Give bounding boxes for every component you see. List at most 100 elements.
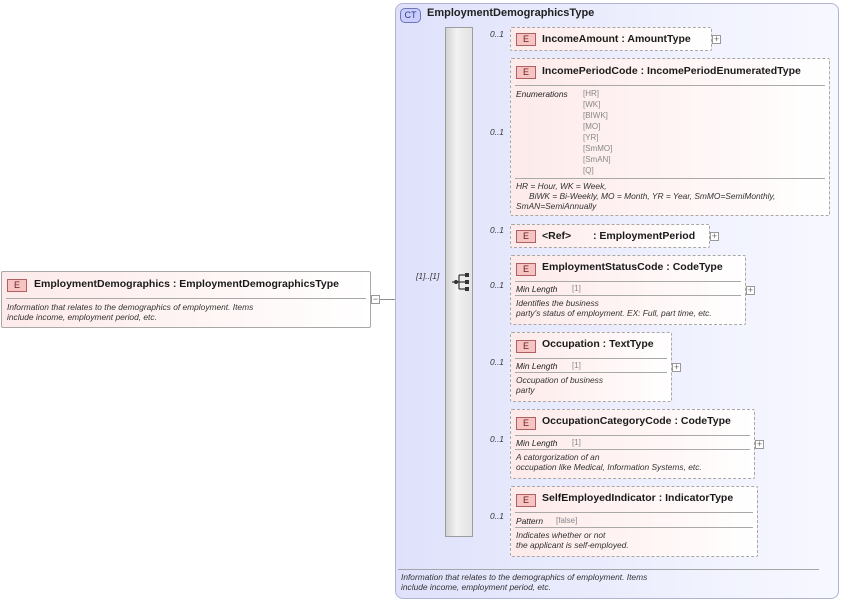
element-name: EmploymentStatusCode xyxy=(542,261,664,273)
element-type: IndicatorType xyxy=(665,492,734,504)
divider xyxy=(515,85,825,86)
divider xyxy=(6,298,366,299)
element-title: OccupationCategoryCode : CodeType xyxy=(542,415,731,427)
occurrence-label: 0..1 xyxy=(490,280,504,290)
facet-label: Pattern xyxy=(516,516,544,526)
element-title: : EmploymentPeriod xyxy=(593,230,696,242)
doc-line: include income, employment period, etc. xyxy=(401,582,551,592)
element-ref-label: <Ref> xyxy=(542,230,572,242)
element-name: OccupationCategoryCode xyxy=(542,415,672,427)
complex-type-title: EmploymentDemographicsType xyxy=(427,7,595,19)
expand-toggle-icon[interactable]: + xyxy=(672,362,681,372)
element-title: IncomePeriodCode : IncomePeriodEnumerate… xyxy=(542,65,801,77)
expand-toggle-icon[interactable]: + xyxy=(746,285,755,295)
enumeration-value: [BIWK] xyxy=(583,111,608,120)
complex-type-badge: CT xyxy=(400,8,421,23)
element-occupation-category-code[interactable]: E OccupationCategoryCode : CodeType Min … xyxy=(510,409,755,479)
element-title: SelfEmployedIndicator : IndicatorType xyxy=(542,492,734,504)
root-element-documentation: Information that relates to the demograp… xyxy=(7,302,367,322)
enumeration-value: [HR] xyxy=(583,89,599,98)
element-title: IncomeAmount : AmountType xyxy=(542,33,691,45)
divider xyxy=(515,512,753,513)
doc-line: party's status of employment. EX: Full, … xyxy=(516,308,712,318)
element-income-amount[interactable]: E IncomeAmount : AmountType xyxy=(510,27,712,51)
enumeration-value: [MO] xyxy=(583,122,601,131)
occurrence-label: 0..1 xyxy=(490,434,504,444)
element-employment-status-code[interactable]: E EmploymentStatusCode : CodeType Min Le… xyxy=(510,255,746,325)
enumeration-value: [WK] xyxy=(583,100,601,109)
occurrence-label: 0..1 xyxy=(490,29,504,39)
element-title: EmploymentStatusCode : CodeType xyxy=(542,261,723,273)
doc-line: SmAN=SemiAnnually xyxy=(516,201,597,211)
doc-line: occupation like Medical, Information Sys… xyxy=(516,462,702,472)
facet-label: Min Length xyxy=(516,284,558,294)
complex-type-documentation: Information that relates to the demograp… xyxy=(401,572,821,592)
collapse-toggle-icon[interactable]: − xyxy=(371,294,380,304)
element-occupation[interactable]: E Occupation : TextType Min Length [1] O… xyxy=(510,332,672,402)
divider xyxy=(515,281,741,282)
enumeration-value: [Q] xyxy=(583,166,594,175)
root-element-box[interactable]: E EmploymentDemographics : EmploymentDem… xyxy=(1,271,371,328)
element-badge: E xyxy=(516,33,536,46)
occurrence-label: 0..1 xyxy=(490,127,504,137)
element-documentation: HR = Hour, WK = Week, BiWK = Bi-Weekly, … xyxy=(516,181,826,211)
enumeration-value: [YR] xyxy=(583,133,599,142)
doc-line: A catorgorization of an xyxy=(516,452,600,462)
expand-toggle-icon[interactable]: + xyxy=(710,231,719,241)
divider xyxy=(398,569,819,570)
element-documentation: Indicates whether or not the applicant i… xyxy=(516,530,754,550)
element-type: AmountType xyxy=(627,33,691,45)
element-badge: E xyxy=(7,279,27,292)
element-documentation: Identifies the business party's status o… xyxy=(516,298,742,318)
sequence-occurrence: [1]..[1] xyxy=(416,271,440,281)
doc-line: Indicates whether or not xyxy=(516,530,606,540)
facet-label: Min Length xyxy=(516,361,558,371)
root-element-title: EmploymentDemographics : EmploymentDemog… xyxy=(34,278,339,290)
element-type: TextType xyxy=(609,338,654,350)
facet-value: [1] xyxy=(572,284,581,293)
element-badge: E xyxy=(516,417,536,430)
occurrence-label: 0..1 xyxy=(490,225,504,235)
element-ref-employment-period[interactable]: E <Ref> : EmploymentPeriod xyxy=(510,224,710,248)
doc-line: include income, employment period, etc. xyxy=(7,312,157,322)
divider xyxy=(515,178,825,179)
divider xyxy=(515,372,667,373)
element-income-period-code[interactable]: E IncomePeriodCode : IncomePeriodEnumera… xyxy=(510,58,830,216)
facet-value: [1] xyxy=(572,438,581,447)
element-documentation: Occupation of business party xyxy=(516,375,668,395)
element-type: EmploymentDemographicsType xyxy=(179,278,339,290)
element-badge: E xyxy=(516,66,536,79)
doc-line: BiWK = Bi-Weekly, MO = Month, YR = Year,… xyxy=(529,191,776,201)
facet-label: Min Length xyxy=(516,438,558,448)
doc-line: Information that relates to the demograp… xyxy=(7,302,254,312)
divider xyxy=(515,449,750,450)
element-type: CodeType xyxy=(680,415,731,427)
enumeration-value: [SmAN] xyxy=(583,155,611,164)
element-badge: E xyxy=(516,340,536,353)
element-name: Occupation xyxy=(542,338,600,350)
element-name: EmploymentPeriod xyxy=(599,230,696,242)
doc-line: party xyxy=(516,385,535,395)
doc-line: Identifies the business xyxy=(516,298,599,308)
facet-value: [1] xyxy=(572,361,581,370)
element-type: CodeType xyxy=(672,261,723,273)
doc-line: HR = Hour, WK = Week, xyxy=(516,181,607,191)
expand-toggle-icon[interactable]: + xyxy=(755,439,764,449)
facet-label: Enumerations xyxy=(516,89,568,99)
element-badge: E xyxy=(516,263,536,276)
doc-line: the applicant is self-employed. xyxy=(516,540,629,550)
element-badge: E xyxy=(516,230,536,243)
divider xyxy=(515,295,741,296)
expand-toggle-icon[interactable]: + xyxy=(712,34,721,44)
element-badge: E xyxy=(516,494,536,507)
element-name: EmploymentDemographics xyxy=(34,278,170,290)
element-type: IncomePeriodEnumeratedType xyxy=(647,65,801,77)
element-self-employed-indicator[interactable]: E SelfEmployedIndicator : IndicatorType … xyxy=(510,486,758,557)
sequence-icon xyxy=(452,273,469,291)
facet-value: [false] xyxy=(556,516,578,525)
element-name: SelfEmployedIndicator xyxy=(542,492,656,504)
occurrence-label: 0..1 xyxy=(490,357,504,367)
element-name: IncomePeriodCode xyxy=(542,65,638,77)
doc-line: Occupation of business xyxy=(516,375,604,385)
doc-line: Information that relates to the demograp… xyxy=(401,572,648,582)
